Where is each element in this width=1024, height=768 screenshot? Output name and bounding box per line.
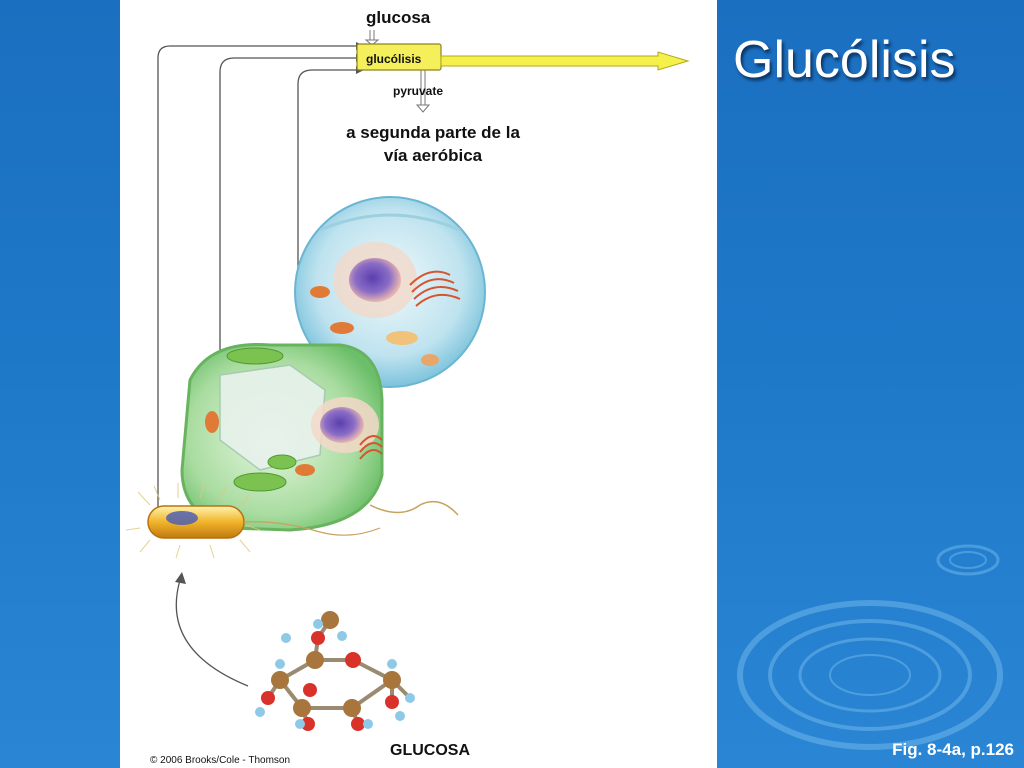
glucose-input-label: glucosa: [366, 8, 431, 27]
animal-cell-icon: [294, 196, 486, 388]
molecule-label: GLUCOSA: [390, 742, 470, 759]
copyright-notice: © 2006 Brooks/Cole - Thomson: [150, 755, 291, 766]
glycolysis-diagram: [125, 30, 690, 731]
figure-reference: Fig. 8-4a, p.126: [892, 740, 1014, 759]
slide-title: Glucólisis: [733, 31, 956, 89]
pyruvate-label: pyruvate: [393, 84, 444, 98]
diagram-panel: glucosa glucólisis pyruvate a segunda pa…: [120, 0, 717, 768]
bacterium-icon: [125, 483, 381, 559]
pathway-lines: [157, 45, 356, 510]
flow-arrows: [364, 30, 431, 113]
yellow-output-arrow: [440, 51, 690, 71]
uptake-arrow: [175, 572, 249, 687]
glycolysis-box-label: glucólisis: [366, 52, 422, 66]
glucose-molecule-icon: [255, 611, 415, 731]
plant-cell-icon: [180, 342, 459, 532]
pathway-note: a segunda parte de la vía aeróbica: [346, 123, 520, 165]
